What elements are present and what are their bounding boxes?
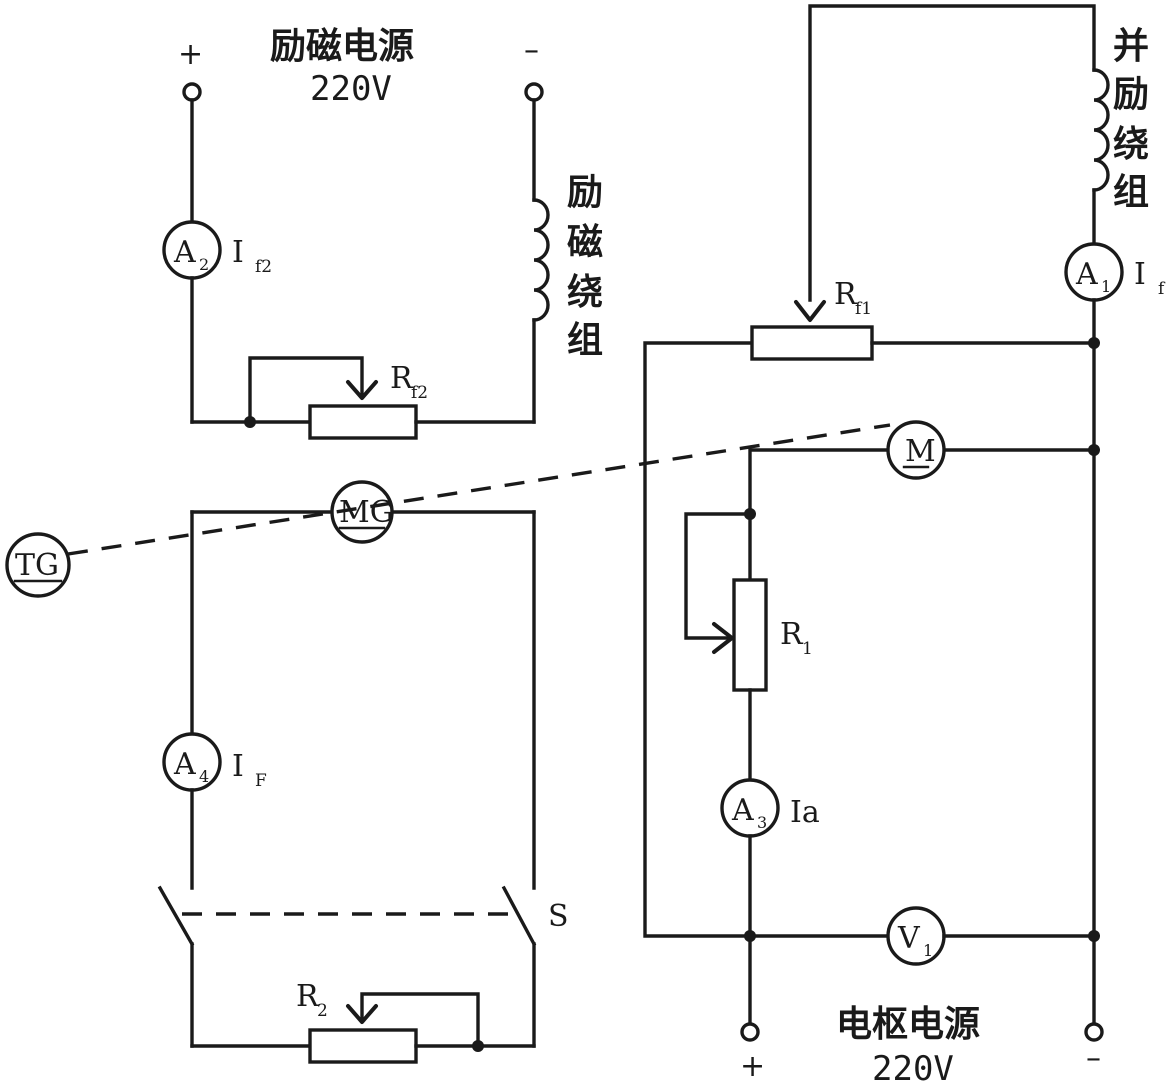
- rf1-label-letter: R: [834, 277, 858, 312]
- rf2-wiper-arrow: [346, 380, 378, 400]
- armature-top-wire: [748, 448, 890, 514]
- motor-circuit: 并 励 绕 组 A 1 I f R f1 M R 1: [643, 4, 1166, 1086]
- r1-wiper-wire: [684, 512, 752, 640]
- excitation-winding-char-1: 励: [567, 172, 603, 213]
- current-if-letter: I: [1134, 257, 1146, 292]
- shunt-winding-coil: [1092, 68, 1110, 192]
- excitation-minus-terminal: [524, 82, 544, 102]
- generator-circuit: A 4 I F S R 2 MG: [157, 480, 569, 1064]
- excitation-winding-char-2: 磁: [567, 222, 603, 263]
- excitation-supply-voltage: 220V: [310, 69, 392, 109]
- excitation-circuit: + – 励磁电源 220V A 2 I f2 R f2 励 磁 绕 组: [162, 26, 603, 440]
- current-if2-letter: I: [232, 235, 244, 270]
- rf1-wiper-arrow: [794, 300, 826, 322]
- ammeter-a1-index: 1: [1101, 277, 1111, 296]
- rheostat-r1: [732, 578, 768, 692]
- ammeter-a3-letter: A: [731, 793, 754, 828]
- armature-supply-voltage: 220V: [872, 1049, 954, 1086]
- ammeter-a2-index: 2: [199, 255, 209, 274]
- switch-s-label: S: [548, 899, 569, 934]
- motor-m: [886, 420, 946, 480]
- r2-wiper-wire: [360, 992, 480, 1048]
- armature-supply-name: 电枢电源: [836, 1004, 980, 1045]
- r2-wiper-arrow: [346, 1004, 378, 1024]
- armature-supply-plus: +: [740, 1049, 765, 1084]
- ammeter-a2-letter: A: [173, 235, 196, 270]
- r2-label-sub: 2: [317, 1001, 328, 1021]
- rf1-label-sub: f1: [855, 299, 872, 319]
- generator-mg-label: MG: [339, 495, 394, 530]
- r1-wiper-arrow: [712, 622, 734, 654]
- rf1-left-wire: [643, 341, 754, 938]
- rf2-label-sub: f2: [411, 383, 428, 403]
- rf2-wiper-wire: [248, 356, 364, 424]
- ammeter-a1-letter: A: [1075, 257, 1098, 292]
- rheostat-rf2: [308, 404, 418, 440]
- current-if-sub: f: [1158, 279, 1166, 299]
- current-ia-label: Ia: [790, 795, 820, 830]
- excitation-supply-minus: –: [524, 33, 539, 68]
- rheostat-rf1: [750, 325, 874, 361]
- shunt-winding-char-2: 励: [1113, 74, 1149, 115]
- excitation-winding-char-4: 组: [567, 320, 603, 361]
- r2-label-letter: R: [296, 979, 320, 1014]
- r1-label-sub: 1: [802, 639, 813, 659]
- excitation-plus-terminal: [182, 82, 202, 102]
- excitation-supply-name: 励磁电源: [270, 26, 414, 67]
- switch-s-blade-left: [157, 885, 195, 947]
- armature-minus-terminal: [1084, 1022, 1104, 1042]
- excitation-winding-char-3: 绕: [567, 272, 603, 313]
- excitation-supply-plus: +: [178, 37, 203, 72]
- ammeter-a4-letter: A: [173, 747, 196, 782]
- mechanical-coupling: TG: [5, 423, 891, 598]
- armature-plus-terminal: [740, 1022, 760, 1042]
- current-if-gen-letter: I: [232, 749, 244, 784]
- switch-s-blade-right: [501, 885, 537, 947]
- rf2-label-letter: R: [390, 361, 414, 396]
- ammeter-a3-index: 3: [757, 813, 767, 832]
- rheostat-r2: [308, 1028, 418, 1064]
- shunt-field-top-wire: [808, 4, 1096, 302]
- r1-label-letter: R: [780, 617, 804, 652]
- excitation-winding-coil: [532, 198, 550, 322]
- voltmeter-v1-index: 1: [923, 941, 933, 960]
- shaft-coupling-dashed: [67, 423, 891, 556]
- current-if2-sub: f2: [255, 257, 272, 277]
- armature-supply-minus: –: [1086, 1041, 1101, 1076]
- ammeter-a4-index: 4: [199, 767, 209, 786]
- shunt-winding-char-4: 组: [1113, 172, 1149, 213]
- voltmeter-v1-letter: V: [897, 921, 921, 956]
- tachogenerator-tg-label: TG: [15, 548, 59, 583]
- current-if-gen-sub: F: [255, 771, 267, 791]
- shunt-winding-char-1: 并: [1113, 26, 1149, 67]
- shunt-winding-char-3: 绕: [1113, 124, 1149, 165]
- motor-m-label: M: [905, 434, 936, 469]
